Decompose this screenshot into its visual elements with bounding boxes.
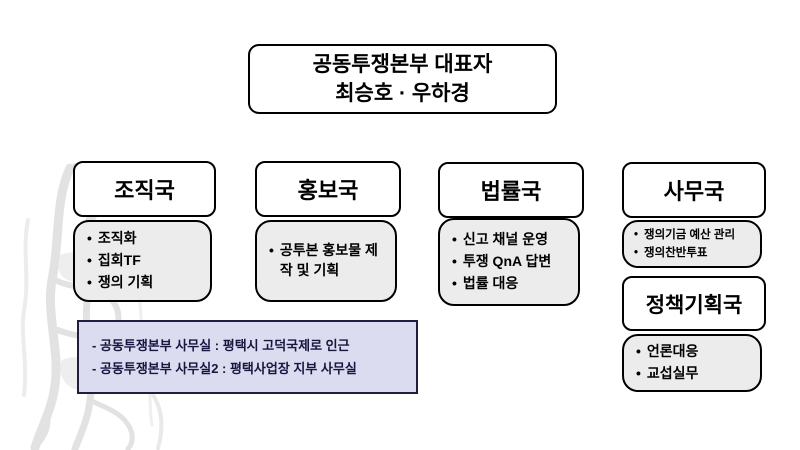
task-item: 신고 채널 운영 [452, 230, 570, 250]
dept-title: 홍보국 [297, 178, 359, 203]
task-label: 쟁의찬반투표 [644, 247, 708, 259]
pr-bureau-tasks: 공투본 홍보물 제작 및 기획 [255, 220, 397, 302]
task-label: 조직화 [97, 230, 137, 247]
office-location-note: - 공동투쟁본부 사무실 : 평택시 고덕국제로 인근 - 공동투쟁본부 사무실… [77, 320, 418, 394]
task-label: 쟁의 기획 [97, 273, 154, 290]
task-item: 쟁의찬반투표 [634, 245, 752, 261]
policy-planning-tasks: 언론대응 교섭실무 [622, 334, 762, 392]
organizing-bureau-tasks: 조직화 집회TF 쟁의 기획 [73, 220, 212, 302]
dept-policy-planning-bureau: 정책기획국 [622, 276, 766, 331]
root-names: 최승호 · 우하경 [335, 82, 470, 105]
task-label: 집회TF [97, 252, 141, 269]
dept-title: 정책기획국 [645, 293, 743, 317]
office-note-line: - 공동투쟁본부 사무실 : 평택시 고덕국제로 인근 [92, 337, 350, 353]
task-label: 투쟁 QnA 답변 [462, 253, 552, 270]
legal-bureau-tasks: 신고 채널 운영 투쟁 QnA 답변 법률 대응 [438, 218, 580, 306]
dept-title: 조직국 [114, 178, 175, 203]
dept-secretariat: 사무국 [622, 162, 766, 218]
task-item: 쟁의기금 예산 관리 [634, 227, 752, 243]
task-label: 쟁의기금 예산 관리 [644, 228, 736, 241]
task-label: 언론대응 [646, 343, 699, 360]
task-label: 신고 채널 운영 [462, 231, 548, 248]
task-item: 조직화 [87, 229, 202, 249]
root-title: 공동투쟁본부 대표자 [312, 52, 493, 76]
root-node-representatives: 공동투쟁본부 대표자 최승호 · 우하경 [248, 44, 557, 114]
task-label: 법률 대응 [462, 274, 519, 291]
dept-organizing-bureau: 조직국 [73, 161, 216, 217]
task-item: 교섭실무 [636, 364, 752, 384]
task-label: 공투본 홍보물 제작 및 기획 [279, 242, 378, 278]
dept-title: 법률국 [480, 179, 542, 204]
dept-legal-bureau: 법률국 [438, 162, 584, 218]
task-item: 투쟁 QnA 답변 [452, 252, 570, 272]
task-item: 집회TF [87, 251, 202, 271]
task-item: 공투본 홍보물 제작 및 기획 [269, 241, 387, 281]
task-item: 법률 대응 [452, 274, 570, 294]
dept-pr-bureau: 홍보국 [255, 161, 401, 217]
office-note-line: - 공동투쟁본부 사무실2 : 평택사업장 지부 사무실 [92, 360, 357, 376]
task-item: 쟁의 기획 [87, 273, 202, 293]
task-item: 언론대응 [636, 342, 752, 362]
task-label: 교섭실무 [646, 365, 699, 381]
secretariat-tasks: 쟁의기금 예산 관리 쟁의찬반투표 [622, 220, 762, 268]
dept-title: 사무국 [663, 179, 725, 204]
